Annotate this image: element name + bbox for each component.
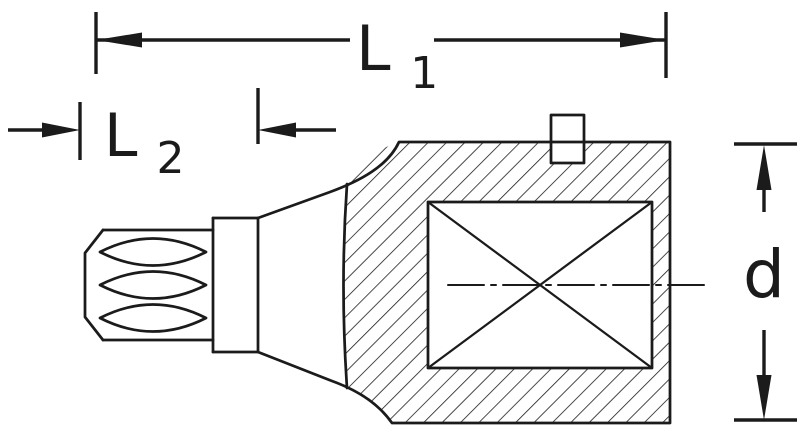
torx-lobe-top (98, 237, 208, 267)
detent-pin (549, 113, 586, 144)
d-arrowhead-down (756, 375, 772, 420)
dimension-l1: L 1 (94, 12, 668, 99)
l2-label: L 2 (104, 101, 185, 184)
bit-tip-chamfered-end (83, 228, 105, 342)
l2-arrowhead-left (42, 122, 80, 138)
square-drive-opening (426, 200, 654, 370)
torx-lobe-bottom (98, 303, 208, 333)
dimension-l2: L 2 (8, 88, 336, 184)
l2-arrowhead-right (258, 122, 296, 138)
d-arrowhead-up (756, 145, 772, 190)
l1-label-main: L (356, 12, 391, 85)
section-hatching (343, 142, 670, 423)
torx-lobe-middle (98, 270, 208, 300)
l1-label-subscript: 1 (410, 48, 438, 99)
section-cut-line (342, 182, 349, 390)
dimension-d: d (734, 142, 797, 422)
l1-arrowhead-left (96, 32, 142, 48)
d-label: d (743, 236, 785, 313)
body-outline (256, 140, 672, 425)
l2-label-main: L (104, 101, 138, 171)
l2-label-subscript: 2 (157, 133, 185, 184)
detent-pin-bore (549, 140, 586, 165)
l1-arrowhead-right (620, 32, 666, 48)
l1-label: L 1 (356, 12, 438, 99)
socket-drawing (83, 113, 705, 425)
